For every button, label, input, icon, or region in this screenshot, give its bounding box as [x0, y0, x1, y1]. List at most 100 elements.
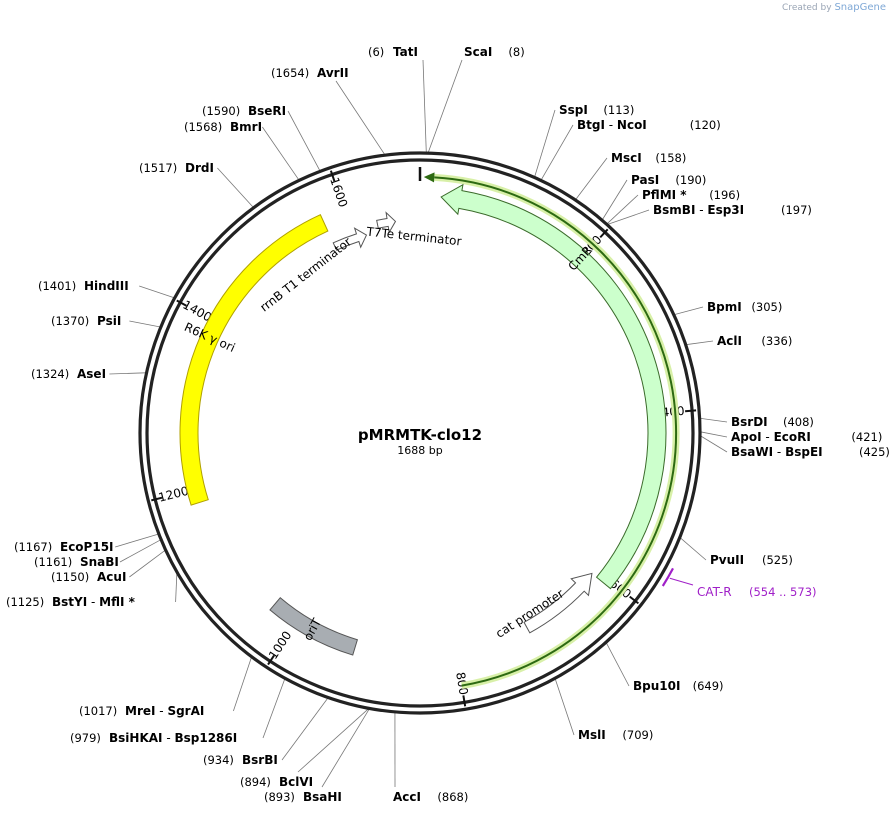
primer-name: CAT-R [697, 585, 732, 599]
enzyme-position: (1517) [139, 161, 177, 175]
enzyme-position: (6) [368, 45, 384, 59]
enzyme-position: (1568) [184, 120, 222, 134]
enzyme-name: EcoP15I [60, 540, 114, 554]
enzyme-name: AcuI [97, 570, 126, 584]
enzyme-position: (525) [762, 553, 793, 567]
enzyme-label-msci: MscI(158) [611, 151, 686, 165]
enzyme-leader-line [335, 80, 385, 155]
cat-promoter-feature [523, 572, 593, 634]
t7te-terminator-label: T7Te terminator [365, 224, 462, 248]
ruler-tick-mark [629, 595, 640, 605]
enzyme-position: (893) [264, 790, 295, 804]
r6k-ori-feature [179, 213, 329, 506]
enzyme-position: (408) [783, 415, 814, 429]
enzyme-label-asei: AseI(1324) [31, 367, 106, 381]
enzyme-name: AccI [393, 790, 421, 804]
enzyme-label-pflmi: PflMI *(196) [642, 188, 740, 202]
primer-leader-line [669, 577, 694, 586]
ruler-tick-mark [267, 654, 275, 666]
enzyme-position: (709) [622, 728, 653, 742]
snapgene-brand: SnapGene [834, 2, 886, 13]
enzyme-label-bseri: BseRI(1590) [202, 104, 286, 118]
ruler-tick-label: 1200 [157, 484, 190, 505]
enzyme-position: (894) [240, 775, 271, 789]
enzyme-name: HindIII [84, 279, 129, 293]
enzyme-name: SspI [559, 103, 588, 117]
enzyme-leader-line [262, 679, 286, 739]
enzyme-label-acci: AccI(868) [393, 790, 468, 804]
enzyme-position: (1150) [51, 570, 89, 584]
enzyme-label-pasi: PasI (190) [631, 173, 706, 187]
enzyme-leader-line [233, 657, 252, 712]
enzyme-name: AvrII [317, 66, 349, 80]
enzyme-name: BtgI - NcoI [577, 118, 647, 132]
enzyme-name: PvuII [710, 553, 744, 567]
enzyme-leader-line [680, 537, 707, 561]
ruler-tick-mark [599, 228, 609, 239]
enzyme-label-btgi: BtgI - NcoI(120) [577, 118, 721, 132]
enzyme-leader-line [607, 209, 650, 225]
enzyme-leader-line [607, 194, 639, 224]
enzyme-label-bpu10i: Bpu10I(649) [633, 679, 724, 693]
enzyme-label-psii: PsiI(1370) [51, 314, 121, 328]
backbone-inner-strand [145, 158, 695, 708]
enzyme-name: BsmBI - Esp3I [653, 203, 744, 217]
enzyme-label-pvuii: PvuII (525) [710, 553, 793, 567]
enzyme-position: (113) [603, 103, 634, 117]
enzyme-name: BclVI [279, 775, 313, 789]
enzyme-position: (649) [693, 679, 724, 693]
enzyme-label-bsihkai: BsiHKAI - Bsp1286I(979) [70, 731, 237, 745]
enzyme-leader-line [700, 435, 728, 453]
enzyme-label-bmri: BmrI (1568) [184, 120, 262, 134]
primer-cat-r: CAT-R(554 .. 573) [661, 567, 817, 599]
enzyme-position: (336) [761, 334, 792, 348]
enzyme-name: ApoI - EcoRI [731, 430, 811, 444]
enzyme-position: (425) [859, 445, 890, 459]
enzyme-position: (421) [851, 430, 882, 444]
enzyme-name: BsaHI [303, 790, 342, 804]
enzyme-label-mrei: MreI - SgrAI(1017) [79, 704, 204, 718]
enzyme-label-bsawi: BsaWI - BspEI(425) [731, 445, 890, 459]
enzyme-position: (1017) [79, 704, 117, 718]
enzyme-leader-line [534, 109, 556, 177]
ruler-tick-mark [151, 496, 163, 502]
enzyme-name: MslI [578, 728, 606, 742]
enzyme-label-bstyi: BstYI - MflI *(1125) [6, 595, 136, 609]
enzyme-leader-line [606, 642, 630, 687]
enzyme-leader-line [129, 320, 160, 328]
enzyme-label-bsahi: BsaHI (893) [264, 790, 342, 804]
enzyme-name: AclI [717, 334, 742, 348]
enzyme-name: AseI [77, 367, 106, 381]
enzyme-position: (1654) [271, 66, 309, 80]
enzyme-position: (190) [675, 173, 706, 187]
transcript-arrowhead [423, 172, 435, 183]
enzyme-name: BsiHKAI - Bsp1286I [109, 731, 237, 745]
enzyme-name: MscI [611, 151, 642, 165]
enzyme-leader-line [700, 431, 728, 438]
enzyme-leader-line [575, 157, 608, 200]
cmr-feature [440, 183, 667, 590]
enzyme-label-bsrdi: BsrDI(408) [731, 415, 814, 429]
backbone-outer-strand [138, 151, 702, 715]
enzyme-label-scai: ScaI (8) [464, 45, 525, 59]
enzyme-name: BmrI [230, 120, 262, 134]
enzyme-name: PflMI * [642, 188, 687, 202]
enzyme-name: TatI [393, 45, 418, 59]
enzyme-position: (1590) [202, 104, 240, 118]
enzyme-name: SnaBI [80, 555, 119, 569]
enzyme-label-msli: MslI (709) [578, 728, 653, 742]
enzyme-position: (1161) [34, 555, 72, 569]
t7te-terminator-feature [376, 211, 397, 234]
rrnb-t1-terminator-feature [332, 227, 368, 251]
enzyme-position: (8) [508, 45, 524, 59]
enzyme-position: (934) [203, 753, 234, 767]
enzyme-label-tati: TatI (6) [368, 45, 418, 59]
enzyme-leader-line [297, 708, 369, 773]
enzyme-label-sspi: SspI (113) [559, 103, 634, 117]
plasmid-size: 1688 bp [397, 444, 442, 457]
enzyme-leader-line [115, 533, 158, 548]
enzyme-position: (1370) [51, 314, 89, 328]
enzyme-label-avrii: AvrII (1654) [271, 66, 349, 80]
enzyme-name: ScaI [464, 45, 492, 59]
enzyme-name: PasI [631, 173, 659, 187]
